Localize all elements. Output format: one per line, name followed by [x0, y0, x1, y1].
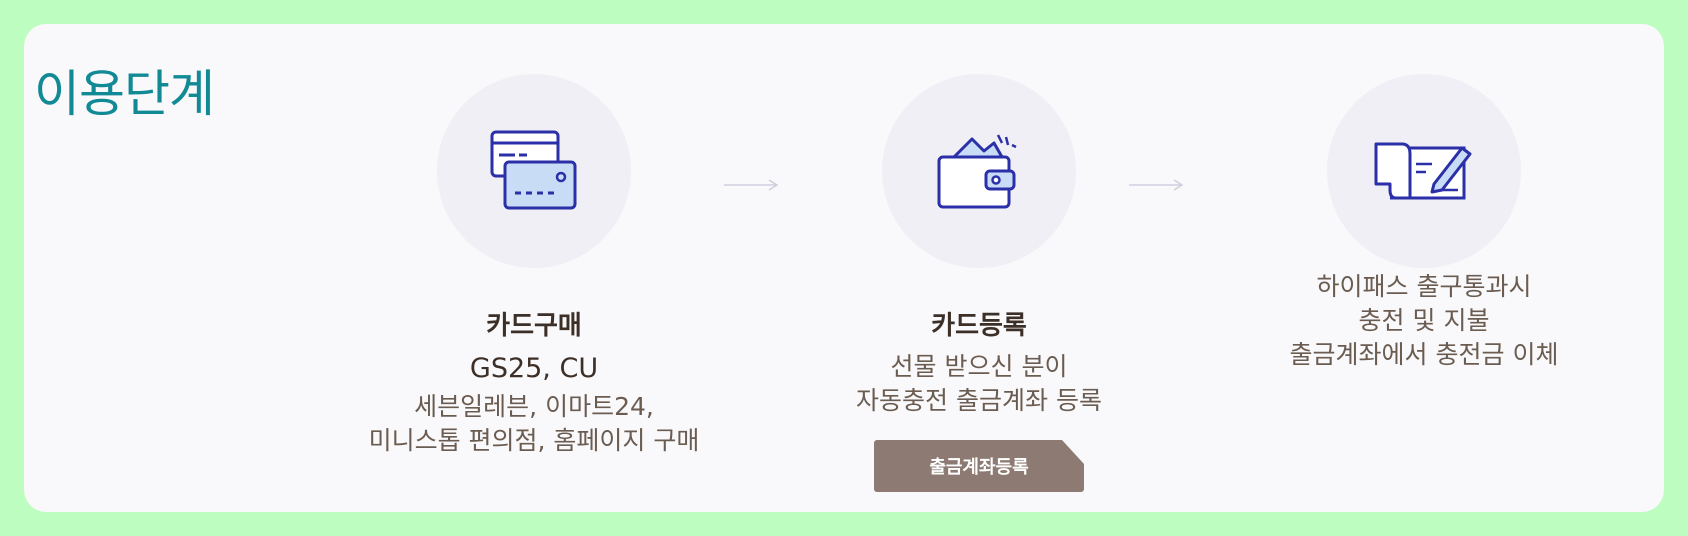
step-desc-line: 출금계좌에서 충전금 이체	[1289, 340, 1559, 369]
page-title: 이용단계	[34, 65, 215, 123]
step-icon-circle	[1327, 74, 1521, 268]
step-desc-line: 미니스톱 편의점, 홈페이지 구매	[368, 426, 700, 455]
step-desc-line: 세븐일레븐, 이마트24,	[414, 392, 654, 421]
step-desc-line: 하이패스 출구통과시	[1316, 272, 1532, 301]
step-desc-line: 자동충전 출금계좌 등록	[856, 386, 1102, 415]
arrow-right-icon	[724, 179, 779, 191]
step-card-register: 카드등록 선물 받으신 분이 자동충전 출금계좌 등록 출금계좌등록	[789, 74, 1169, 492]
step-desc-line: 선물 받으신 분이	[890, 352, 1068, 381]
step-icon-circle	[437, 74, 631, 268]
step-title: 카드구매	[486, 311, 582, 341]
step-description: 하이패스 출구통과시 충전 및 지불 출금계좌에서 충전금 이체	[1234, 270, 1614, 372]
step-highlight: GS25, CU	[469, 353, 599, 384]
step-title: 카드등록	[931, 311, 1027, 341]
arrow-right-icon	[1129, 179, 1184, 191]
step-card-purchase: 카드구매 GS25, CU 세븐일레븐, 이마트24, 미니스톱 편의점, 홈페…	[344, 74, 724, 458]
credit-card-icon	[490, 130, 577, 210]
usage-steps-panel: 이용단계 카드구매 GS25, CU 세븐일레븐, 이마트24, 미니스톱 편의…	[24, 24, 1664, 512]
wallet-icon	[937, 134, 1017, 209]
step-description: GS25, CU 세븐일레븐, 이마트24, 미니스톱 편의점, 홈페이지 구매	[344, 350, 724, 458]
step-desc-line: 충전 및 지불	[1358, 306, 1490, 335]
step-description: 선물 받으신 분이 자동충전 출금계좌 등록	[789, 350, 1169, 418]
step-icon-circle	[882, 74, 1076, 268]
register-account-button[interactable]: 출금계좌등록	[874, 440, 1084, 492]
check-pen-icon	[1374, 142, 1472, 200]
step-payment: 하이패스 출구통과시 충전 및 지불 출금계좌에서 충전금 이체	[1234, 74, 1614, 372]
